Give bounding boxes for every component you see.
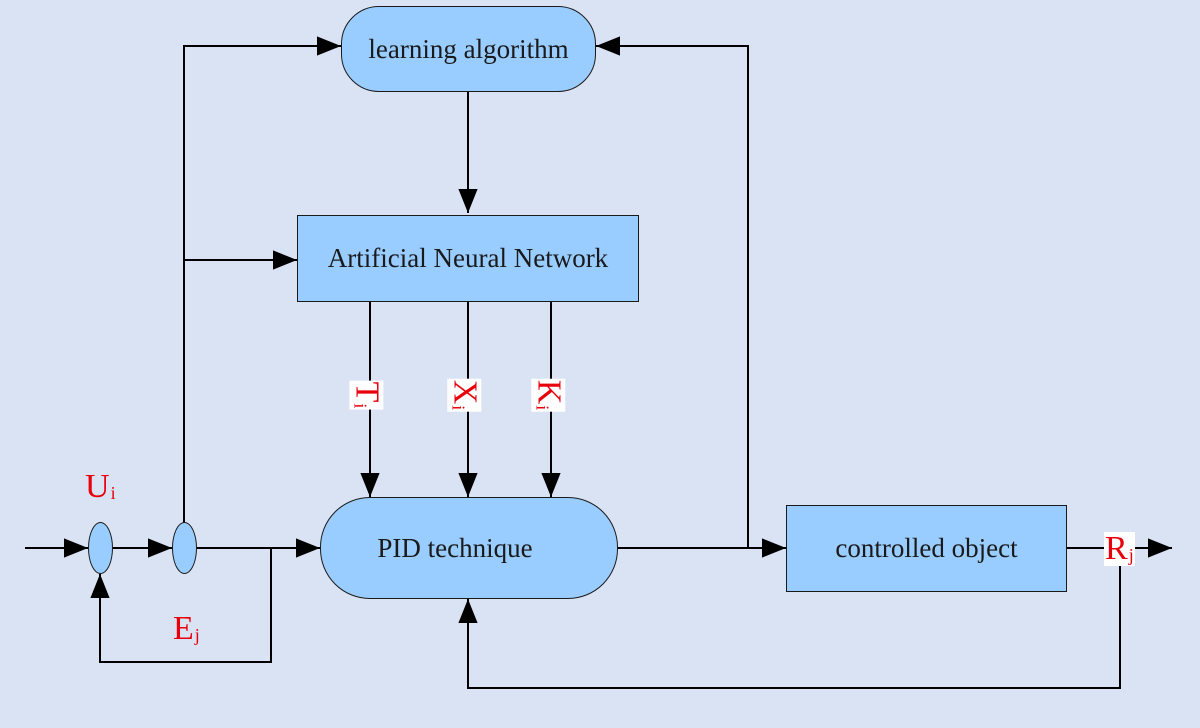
- inner-loop-line: [90, 548, 272, 663]
- learning-algorithm-block: learning algorithm: [341, 6, 596, 92]
- plant-to-learning-line: [596, 36, 749, 548]
- ej-to-learning-line: [183, 36, 341, 528]
- xi-label: Xi: [446, 378, 484, 412]
- rj-label: Rj: [1104, 530, 1135, 567]
- controlled-object-label: controlled object: [835, 533, 1018, 563]
- ti-label: Ti: [348, 380, 386, 410]
- ui-summing-junction: [88, 522, 113, 574]
- outer-loop-line: [458, 548, 1121, 689]
- pid-label: PID technique: [377, 532, 533, 563]
- ann-block: Artificial Neural Network: [297, 215, 639, 302]
- controlled-object-block: controlled object: [786, 505, 1067, 592]
- ki-label: Ki: [530, 378, 568, 412]
- ej-label: Ej: [173, 610, 200, 647]
- ui-label: Ui: [85, 468, 116, 505]
- learning-algorithm-label: learning algorithm: [368, 33, 569, 64]
- ej-summing-junction: [172, 522, 197, 574]
- pid-block: PID technique: [320, 497, 618, 599]
- ann-label: Artificial Neural Network: [327, 243, 609, 273]
